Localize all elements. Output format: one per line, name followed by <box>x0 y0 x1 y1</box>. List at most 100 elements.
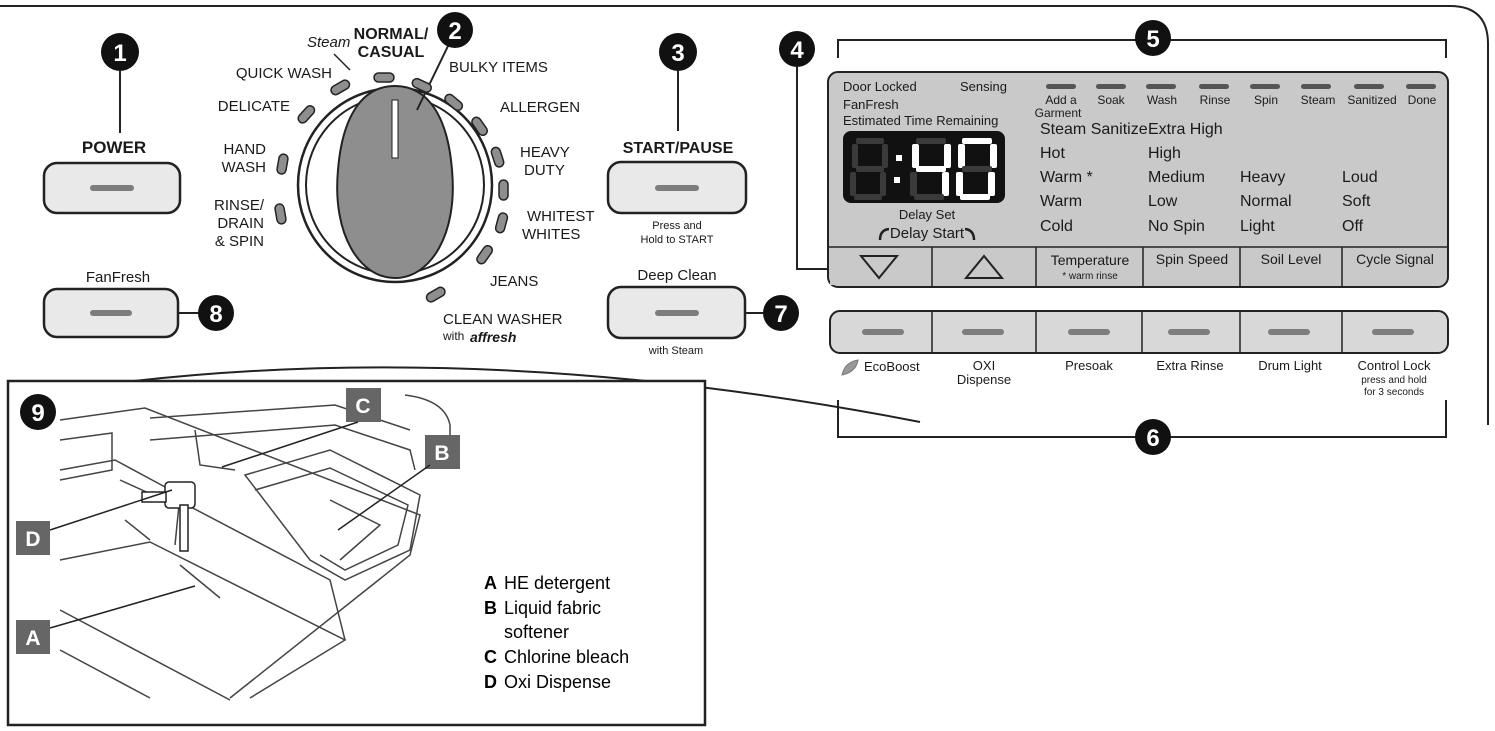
start-pause-label: START/PAUSE <box>623 140 734 157</box>
status-bar-spin <box>1250 84 1280 89</box>
arrow-down-icon <box>858 255 900 280</box>
power-button[interactable] <box>42 161 182 215</box>
status-indicators: Add a Garment Soak Wash Rinse Spin Steam… <box>1035 84 1437 120</box>
temp-steam-sanitize: Steam Sanitize <box>1040 121 1148 138</box>
dial-label-clean-washer: CLEAN WASHER <box>443 311 563 328</box>
legend-b-text: Liquid fabric <box>504 598 601 618</box>
ecoboost-label: EcoBoost <box>864 359 920 374</box>
affresh-logo: affresh <box>470 329 516 345</box>
start-pause-button[interactable] <box>606 160 748 215</box>
spin-no-spin: No Spin <box>1148 218 1205 235</box>
status-bar-done <box>1406 84 1436 89</box>
status-done: Done <box>1408 93 1437 107</box>
legend-a-letter: A <box>484 573 497 593</box>
oxi-label-1: OXI <box>973 358 995 373</box>
callout-8-number: 8 <box>209 301 222 328</box>
dial-label-drain: DRAIN <box>217 215 264 232</box>
callout-9 <box>20 394 56 430</box>
display-panel: Door Locked Sensing FanFresh Estimated T… <box>827 71 1449 288</box>
callout-4 <box>779 31 815 67</box>
start-pause-hint-2: Hold to START <box>641 234 714 246</box>
leaf-icon <box>841 359 859 376</box>
extra-rinse-button[interactable] <box>1168 329 1210 335</box>
spin-options: Extra High High Medium Low No Spin <box>1148 121 1223 235</box>
dial-label-delicate: DELICATE <box>218 98 290 115</box>
dial-indicator-lights <box>274 72 509 303</box>
fanfresh-control: FanFresh 8 <box>42 269 234 339</box>
dial-label-steam: Steam <box>307 34 350 51</box>
signal-loud: Loud <box>1342 169 1378 186</box>
legend-b-letter: B <box>484 598 497 618</box>
label-b-letter: B <box>434 442 449 465</box>
temp-hot: Hot <box>1040 145 1065 162</box>
delay-start-label: Delay Start <box>890 225 965 242</box>
estimated-time-label: Estimated Time Remaining <box>843 113 998 128</box>
status-bar-soak <box>1096 84 1126 89</box>
temp-cold: Cold <box>1040 218 1073 235</box>
legend-c-letter: C <box>484 647 497 667</box>
callout-4-number: 4 <box>790 37 804 64</box>
control-lock-button[interactable] <box>1372 329 1414 335</box>
callout-2 <box>437 12 473 48</box>
legend-b-text-2: softener <box>504 622 569 642</box>
label-b: B <box>337 435 460 531</box>
callout-8 <box>198 295 234 331</box>
deep-clean-label: Deep Clean <box>637 267 716 284</box>
label-a-letter: A <box>25 627 40 650</box>
status-bar-add-garment <box>1046 84 1076 89</box>
soil-options: Heavy Normal Light <box>1240 169 1292 235</box>
status-bar-rinse <box>1199 84 1229 89</box>
presoak-label: Presoak <box>1065 358 1113 373</box>
fanfresh-label: FanFresh <box>86 269 150 286</box>
legend-a-text: HE detergent <box>504 573 610 593</box>
delay-set-label: Delay Set <box>899 207 956 222</box>
legend-d-letter: D <box>484 672 497 692</box>
ecoboost-button[interactable] <box>862 329 904 335</box>
temperature-options: Steam Sanitize Hot Warm * Warm Cold <box>1040 121 1148 235</box>
dial-label-wash: WASH <box>222 159 266 176</box>
legend-d-text: Oxi Dispense <box>504 672 611 692</box>
start-pause-control: 3 START/PAUSE Press and Hold to START <box>606 33 748 246</box>
deep-clean-hint: with Steam <box>648 345 703 357</box>
cycle-dial: 2 Steam NORMAL/ CASUAL QUICK WASH DELICA… <box>214 12 595 345</box>
dial-label-quick-wash: QUICK WASH <box>236 65 332 82</box>
status-bar-steam <box>1301 84 1331 89</box>
signal-soft: Soft <box>1342 193 1371 210</box>
power-label: POWER <box>82 138 146 157</box>
dispenser-inset: 9 C B D A A HE detergent B Liquid fabri <box>6 366 921 727</box>
fanfresh-indicator: FanFresh <box>843 97 899 112</box>
fanfresh-button[interactable] <box>42 287 180 339</box>
time-colon-bottom <box>894 177 900 183</box>
deep-clean-control: Deep Clean with Steam 7 <box>606 267 799 357</box>
time-colon-top <box>896 155 902 161</box>
status-rinse: Rinse <box>1200 93 1231 107</box>
cycle-signal-label: Cycle Signal <box>1356 251 1434 267</box>
label-d: D <box>16 489 173 555</box>
drum-light-button[interactable] <box>1268 329 1310 335</box>
dial-label-whitest: WHITEST <box>527 208 595 225</box>
status-spin: Spin <box>1254 93 1278 107</box>
soil-normal: Normal <box>1240 193 1292 210</box>
label-d-letter: D <box>25 528 40 551</box>
spin-extra-high: Extra High <box>1148 121 1223 138</box>
dispenser-illustration <box>59 394 451 701</box>
delay-up-button[interactable] <box>933 248 1035 285</box>
oxi-dispense-button[interactable] <box>962 329 1004 335</box>
delay-down-button[interactable] <box>830 248 931 285</box>
presoak-button[interactable] <box>1068 329 1110 335</box>
option-buttons-row: EcoBoost OXI Dispense Presoak Extra Rins… <box>829 310 1449 455</box>
temp-warm-star: Warm * <box>1040 169 1093 186</box>
spin-speed-label: Spin Speed <box>1156 251 1228 267</box>
dial-knob[interactable] <box>336 84 454 280</box>
spin-low: Low <box>1148 193 1178 210</box>
dial-label-normal: NORMAL/ <box>354 26 429 43</box>
time-digit-4 <box>910 138 951 200</box>
spin-high: High <box>1148 145 1181 162</box>
callout-3-number: 3 <box>671 40 684 67</box>
panel-outline <box>0 5 1489 425</box>
dial-label-duty: DUTY <box>524 162 565 179</box>
time-digit-0 <box>956 138 997 200</box>
drum-light-label: Drum Light <box>1258 358 1322 373</box>
deep-clean-button[interactable] <box>606 285 747 340</box>
